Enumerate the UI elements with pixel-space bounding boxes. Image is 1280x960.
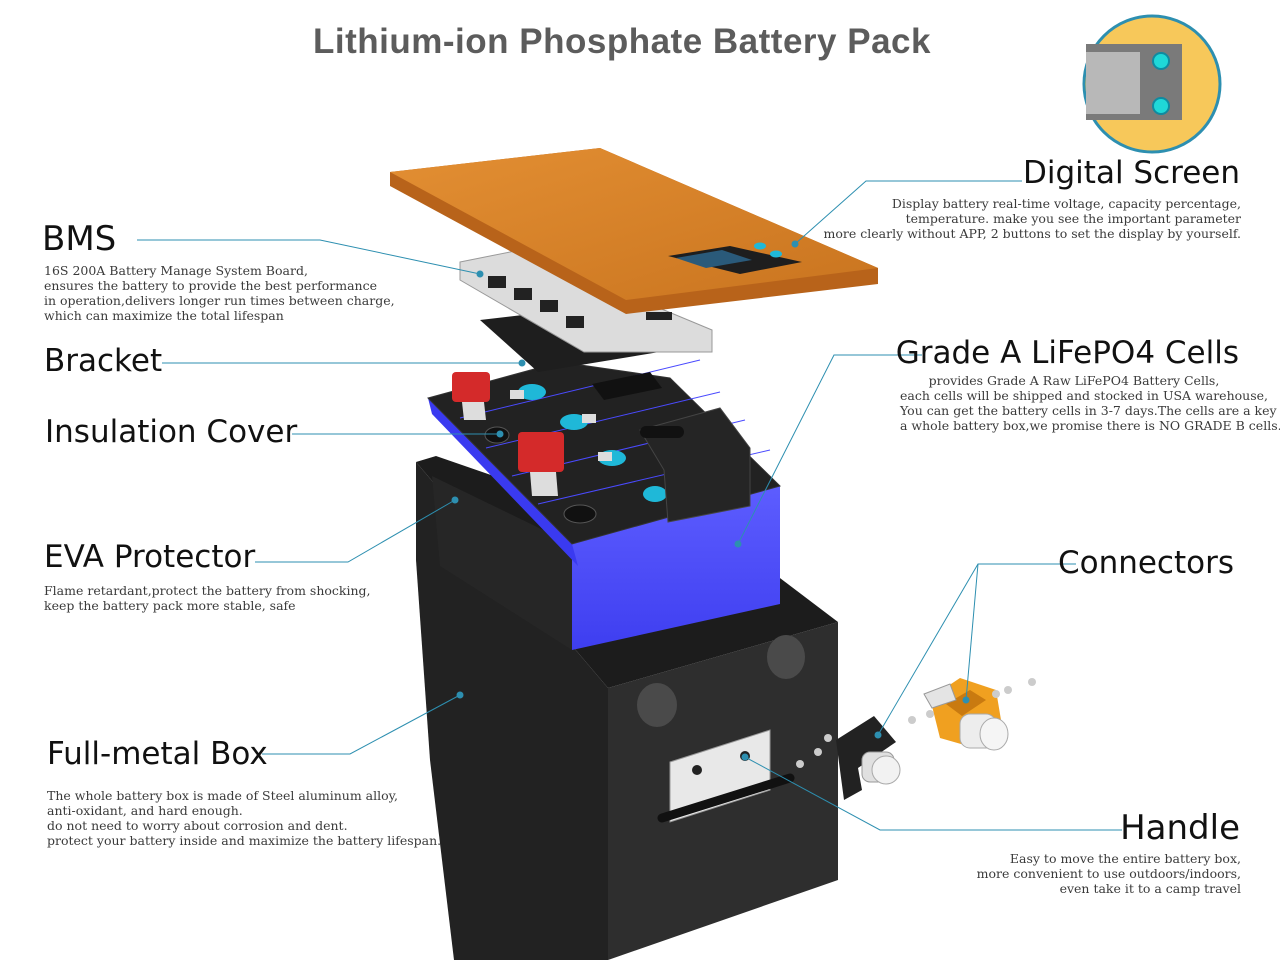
digital-screen-heading: Digital Screen (1023, 155, 1240, 191)
leader-dot (456, 691, 464, 699)
digital-screen-description: Display battery real-time voltage, capac… (824, 196, 1241, 241)
leader-dot (962, 696, 970, 704)
leader-dot (791, 240, 799, 248)
digital-screen-display (668, 242, 802, 274)
leader-lines (137, 180, 1122, 831)
leader-dot (476, 270, 484, 278)
cells-line: a whole battery box,we promise there is … (900, 418, 1280, 433)
leader-line-bms (137, 239, 481, 275)
bms-line: which can maximize the total lifespan (44, 308, 284, 323)
screen-line: temperature. make you see the important … (905, 211, 1241, 226)
diagram-title: Lithium-ion Phosphate Battery Pack (313, 22, 931, 61)
leader-line-screen (794, 180, 1022, 245)
leader-dot (874, 731, 882, 739)
handle-line: even take it to a camp travel (1059, 881, 1241, 896)
leader-dot (451, 496, 459, 504)
cells-line: provides Grade A Raw LiFePO4 Battery Cel… (928, 373, 1220, 388)
box-line: protect your battery inside and maximize… (47, 833, 442, 848)
digital-screen-inset (1082, 14, 1222, 154)
leader-dot (496, 430, 504, 438)
connectors-heading: Connectors (1057, 545, 1234, 581)
handle-line: Easy to move the entire battery box, (1009, 851, 1241, 866)
eva-line: Flame retardant,protect the battery from… (44, 583, 371, 598)
handle-line: more convenient to use outdoors/indoors, (976, 866, 1241, 881)
box-line: anti-oxidant, and hard enough. (47, 803, 243, 818)
full-metal-box-description: The whole battery box is made of Steel a… (47, 788, 441, 848)
leader-line-cells (737, 354, 922, 545)
orange-connector (908, 678, 1036, 751)
leader-dot (734, 540, 742, 548)
eva-protector-heading: EVA Protector (44, 539, 256, 575)
connectors (796, 678, 1036, 800)
bracket-heading: Bracket (44, 343, 163, 379)
cells-line: each cells will be shipped and stocked i… (900, 388, 1268, 403)
grade-a-cells-heading: Grade A LiFePO4 Cells (895, 335, 1239, 371)
eva-protector-description: Flame retardant,protect the battery from… (44, 583, 371, 613)
leader-line-box (262, 694, 461, 755)
orange-lid (390, 148, 878, 314)
leader-dots (451, 240, 970, 761)
eva-line: keep the battery pack more stable, safe (44, 598, 296, 613)
bms-line: ensures the battery to provide the best … (44, 278, 377, 293)
leader-line-connectors-b (965, 563, 979, 701)
grade-a-cells-description: provides Grade A Raw LiFePO4 Battery Cel… (900, 373, 1280, 433)
battery-cells (427, 359, 781, 650)
leader-dot (741, 753, 749, 761)
handle-heading: Handle (1120, 808, 1240, 848)
handle-description: Easy to move the entire battery box, mor… (977, 851, 1241, 896)
bms-description: 16S 200A Battery Manage System Board, en… (44, 263, 395, 323)
leader-line-handle (744, 756, 1122, 831)
box-line: do not need to worry about corrosion and… (47, 818, 348, 833)
black-connector (796, 716, 901, 800)
cells-line: You can get the battery cells in 3-7 day… (900, 403, 1280, 418)
insulation-cover-heading: Insulation Cover (45, 414, 298, 450)
screen-line: Display battery real-time voltage, capac… (891, 196, 1241, 211)
full-metal-box-heading: Full-metal Box (47, 736, 268, 772)
screen-line: more clearly without APP, 2 buttons to s… (823, 226, 1241, 241)
bms-heading: BMS (42, 219, 117, 259)
leader-dot (518, 359, 526, 367)
red-terminal (518, 432, 564, 496)
bms-line: in operation,delivers longer run times b… (44, 293, 395, 308)
box-line: The whole battery box is made of Steel a… (47, 788, 399, 803)
leader-line-eva (255, 499, 456, 563)
red-terminal (452, 372, 490, 420)
bms-line: 16S 200A Battery Manage System Board, (44, 263, 308, 278)
